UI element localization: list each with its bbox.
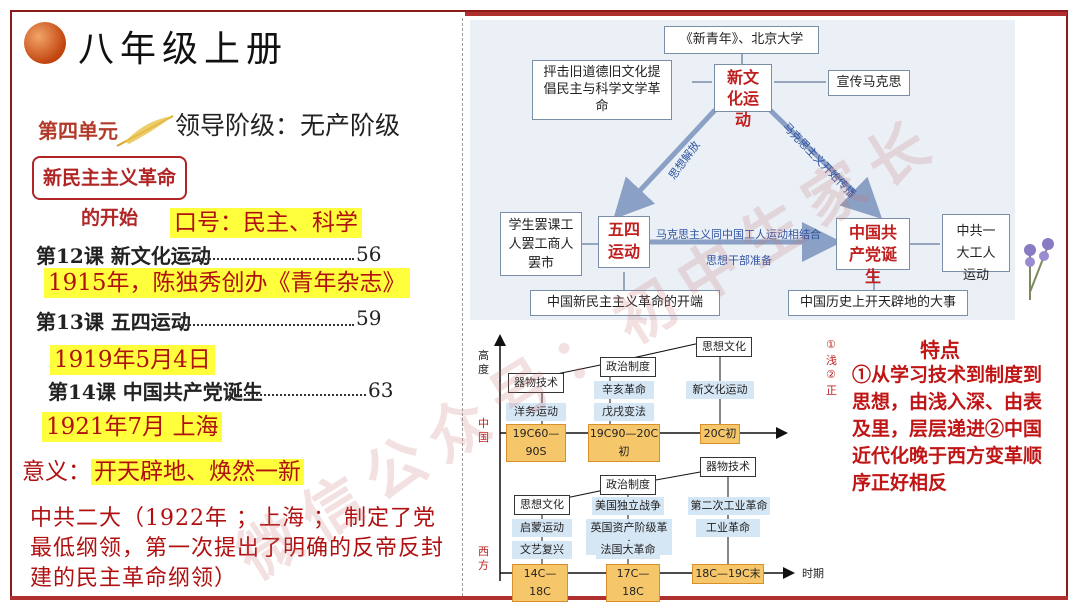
- w-fr-revolution: 法国大革命: [596, 541, 660, 559]
- top-accent-bar: [465, 12, 1067, 16]
- ccp-box: 中国共产党诞生: [836, 218, 910, 286]
- w-renaissance: 文艺复兴: [512, 541, 572, 559]
- features-title: 特点: [920, 338, 960, 362]
- note-1921: 1921年7月 上海: [42, 412, 223, 442]
- y-axis-label: 高度: [478, 349, 489, 376]
- cn-newculture: 新文化运动: [686, 381, 754, 399]
- second-congress-text: 中共二大（1922年 ；上海 ； 制定了党最低纲领，第一次提出了明确的反帝反封建…: [30, 506, 445, 591]
- meaning-line: 意义：开天辟地、焕然一新: [22, 452, 304, 486]
- lavender-flower-icon: [1024, 238, 1054, 300]
- may4-box: 五四运动: [598, 216, 650, 268]
- lesson-12-page: 56: [356, 242, 382, 266]
- meaning-text: 开天辟地、焕然一新: [91, 459, 304, 485]
- unit-name-box: 新民主主义革命的开始: [32, 156, 187, 229]
- feather-icon: [116, 115, 174, 147]
- modernization-diagram: 高度 中国 西方 时期 器物技术 政治制度 思想文化 洋务运动 辛亥革命 戊戌变…: [470, 325, 840, 602]
- w-time-3: 18C—19C末: [692, 564, 764, 584]
- lesson-14-page: 63: [368, 378, 394, 402]
- cn-time-3: 20C初: [700, 424, 740, 444]
- first-congress-box: 中共一大工人运动: [942, 214, 1010, 283]
- big-event-box: 中国历史上开天辟地的大事: [788, 290, 968, 316]
- new-culture-box: 新文化运动: [714, 64, 772, 129]
- cn-tech-box: 器物技术: [508, 373, 564, 393]
- time-label: 时期: [802, 567, 824, 580]
- cn-wuxu: 戊戌变法: [594, 403, 654, 421]
- cn-thought-box: 思想文化: [696, 337, 752, 357]
- new-youth-box: 《新青年》、北京大学: [664, 26, 819, 54]
- lesson-12: 第12课 新文化运动: [36, 244, 211, 268]
- cn-yangwu: 洋务运动: [506, 403, 566, 421]
- label-combine: 马克思主义同中国工人运动相结合: [656, 228, 821, 241]
- start-box: 中国新民主主义革命的开端: [530, 290, 720, 316]
- w-political-box: 政治制度: [600, 475, 656, 495]
- w-time-1: 14C—18C: [512, 564, 568, 602]
- w-enlightenment: 启蒙运动: [512, 519, 572, 537]
- cutoff-text-4: 正: [826, 384, 837, 397]
- attack-box: 抨击旧道德旧文化提倡民主与科学文学革命: [532, 60, 672, 120]
- diagram-lines: [582, 54, 940, 290]
- west-label: 西方: [478, 545, 489, 572]
- w-second-industrial: 第二次工业革命: [688, 497, 770, 515]
- cutoff-text-1: ①: [826, 338, 836, 351]
- marxism-box: 宣传马克思: [828, 70, 910, 96]
- w-thought-box: 思想文化: [514, 495, 570, 515]
- label-cadre: 思想干部准备: [706, 254, 772, 267]
- cn-time-1: 19C60—90S: [506, 424, 566, 462]
- page-title: 八年级上册: [78, 29, 289, 70]
- cn-xinhai: 辛亥革命: [594, 381, 654, 399]
- lesson-14-leader: [236, 394, 366, 396]
- cutoff-text-2: 浅: [826, 354, 837, 367]
- w-tech-box: 器物技术: [700, 457, 756, 477]
- lesson-12-leader: [178, 258, 354, 260]
- cutoff-text-3: ②: [826, 368, 836, 381]
- slogan-highlight: 口号：民主、科学: [170, 208, 362, 238]
- lesson-13-page: 59: [356, 306, 382, 330]
- unit-label: 第四单元: [38, 119, 118, 143]
- lesson-13-leader: [178, 324, 354, 326]
- new-culture-diagram: 《新青年》、北京大学 抨击旧道德旧文化提倡民主与科学文学革命 新文化运动 宣传马…: [470, 20, 1015, 320]
- china-label: 中国: [478, 417, 489, 444]
- features-text: ①从学习技术到制度到思想，由浅入深、由表及里，层层递进②中国近代化晚于西方变革顺…: [852, 364, 1043, 494]
- w-industrial: 工业革命: [696, 519, 760, 537]
- strike-box: 学生罢课工人罢工商人罢市: [500, 212, 582, 276]
- lesson-13: 第13课 五四运动: [36, 310, 191, 334]
- leader-class: 领导阶级：无产阶级: [175, 111, 401, 140]
- w-us-war: 美国独立战争: [592, 497, 664, 515]
- cn-time-2: 19C90—20C初: [588, 424, 660, 462]
- w-time-2: 17C—18C: [606, 564, 660, 602]
- cn-political-box: 政治制度: [600, 357, 656, 377]
- note-1919: 1919年5月4日: [50, 345, 215, 375]
- lesson-14: 第14课 中国共产党诞生: [48, 380, 263, 404]
- meaning-prefix: 意义：: [22, 459, 91, 485]
- center-divider: [462, 18, 463, 596]
- note-1915: 1915年，陈独秀创办《青年杂志》: [44, 268, 410, 298]
- title-dot-icon: [24, 22, 66, 64]
